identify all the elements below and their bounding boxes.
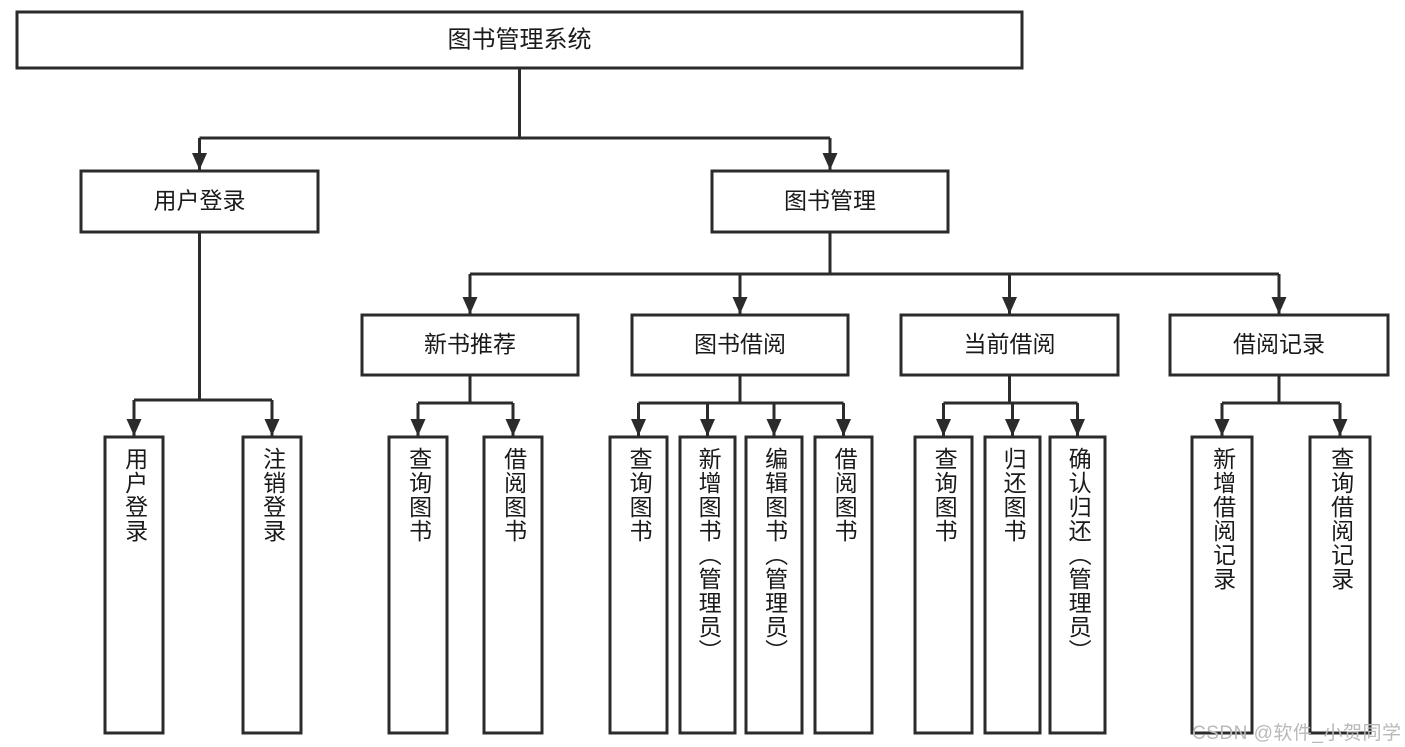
current-borrow-to-leaves-arrow-0 (936, 419, 951, 436)
node-leaf-borrow-book-borrow-box[interactable] (813, 435, 874, 735)
bookmgmt-to-level3-arrow-2 (1002, 297, 1017, 314)
bookmgmt-to-level3-arrow-1 (732, 297, 748, 314)
bookmgmt-to-level3-arrow-0 (462, 297, 478, 314)
current-borrow-to-leaves-arrow-2 (1070, 419, 1085, 436)
bookmgmt-to-level3-arrow-3 (1271, 297, 1287, 314)
node-leaf-edit-book-admin-box[interactable] (744, 435, 804, 735)
root-node-box[interactable] (15, 10, 1024, 70)
node-borrow-record-label: 借阅记录 (1233, 331, 1325, 357)
node-leaf-user-login-box[interactable] (103, 435, 165, 735)
userlogin-to-leaves-arrow-0 (126, 419, 142, 436)
new-book-recommend-to-leaves-arrow-0 (410, 419, 426, 436)
node-user-login-box[interactable] (79, 169, 320, 234)
connectors-layer (126, 68, 1348, 436)
borrow-record-to-leaves-arrow-1 (1332, 419, 1348, 436)
borrow-record-to-leaves-arrow-0 (1214, 419, 1230, 436)
book-borrow-to-leaves-arrow-1 (700, 419, 715, 436)
node-book-borrow-label: 图书借阅 (694, 331, 786, 357)
node-book-management-label: 图书管理 (784, 188, 876, 214)
node-leaf-query-book-recommend-box[interactable] (387, 435, 449, 735)
current-borrow-to-leaves-arrow-1 (1005, 419, 1020, 436)
node-book-borrow-box[interactable] (630, 313, 850, 377)
boxes-layer (15, 10, 1390, 735)
node-current-borrow-box[interactable] (899, 313, 1120, 377)
root-to-level2-arrow-0 (192, 153, 207, 170)
root-node-label: 图书管理系统 (448, 26, 592, 53)
node-user-login-label: 用户登录 (154, 188, 246, 214)
book-borrow-to-leaves-arrow-2 (766, 419, 782, 436)
userlogin-to-leaves-arrow-1 (264, 419, 280, 436)
node-borrow-record-box[interactable] (1168, 313, 1390, 377)
node-leaf-add-borrow-record-box[interactable] (1190, 435, 1254, 735)
node-book-management-box[interactable] (710, 169, 950, 234)
node-leaf-confirm-return-admin-box[interactable] (1048, 435, 1107, 735)
node-new-book-recommend-box[interactable] (360, 313, 580, 377)
node-leaf-query-book-current-box[interactable] (913, 435, 974, 735)
root-to-level2-arrow-1 (822, 153, 838, 170)
book-borrow-to-leaves-arrow-0 (631, 419, 646, 436)
node-leaf-query-borrow-record-box[interactable] (1308, 435, 1372, 735)
node-leaf-return-book-box[interactable] (983, 435, 1042, 735)
node-leaf-borrow-book-recommend-box[interactable] (482, 435, 544, 735)
node-leaf-add-book-admin-box[interactable] (678, 435, 737, 735)
node-leaf-query-book-borrow-box[interactable] (608, 435, 669, 735)
node-leaf-logout-login-box[interactable] (241, 435, 303, 735)
node-new-book-recommend-label: 新书推荐 (424, 331, 516, 357)
node-current-borrow-label: 当前借阅 (964, 331, 1056, 357)
book-borrow-to-leaves-arrow-3 (836, 419, 851, 436)
new-book-recommend-to-leaves-arrow-1 (505, 419, 521, 436)
